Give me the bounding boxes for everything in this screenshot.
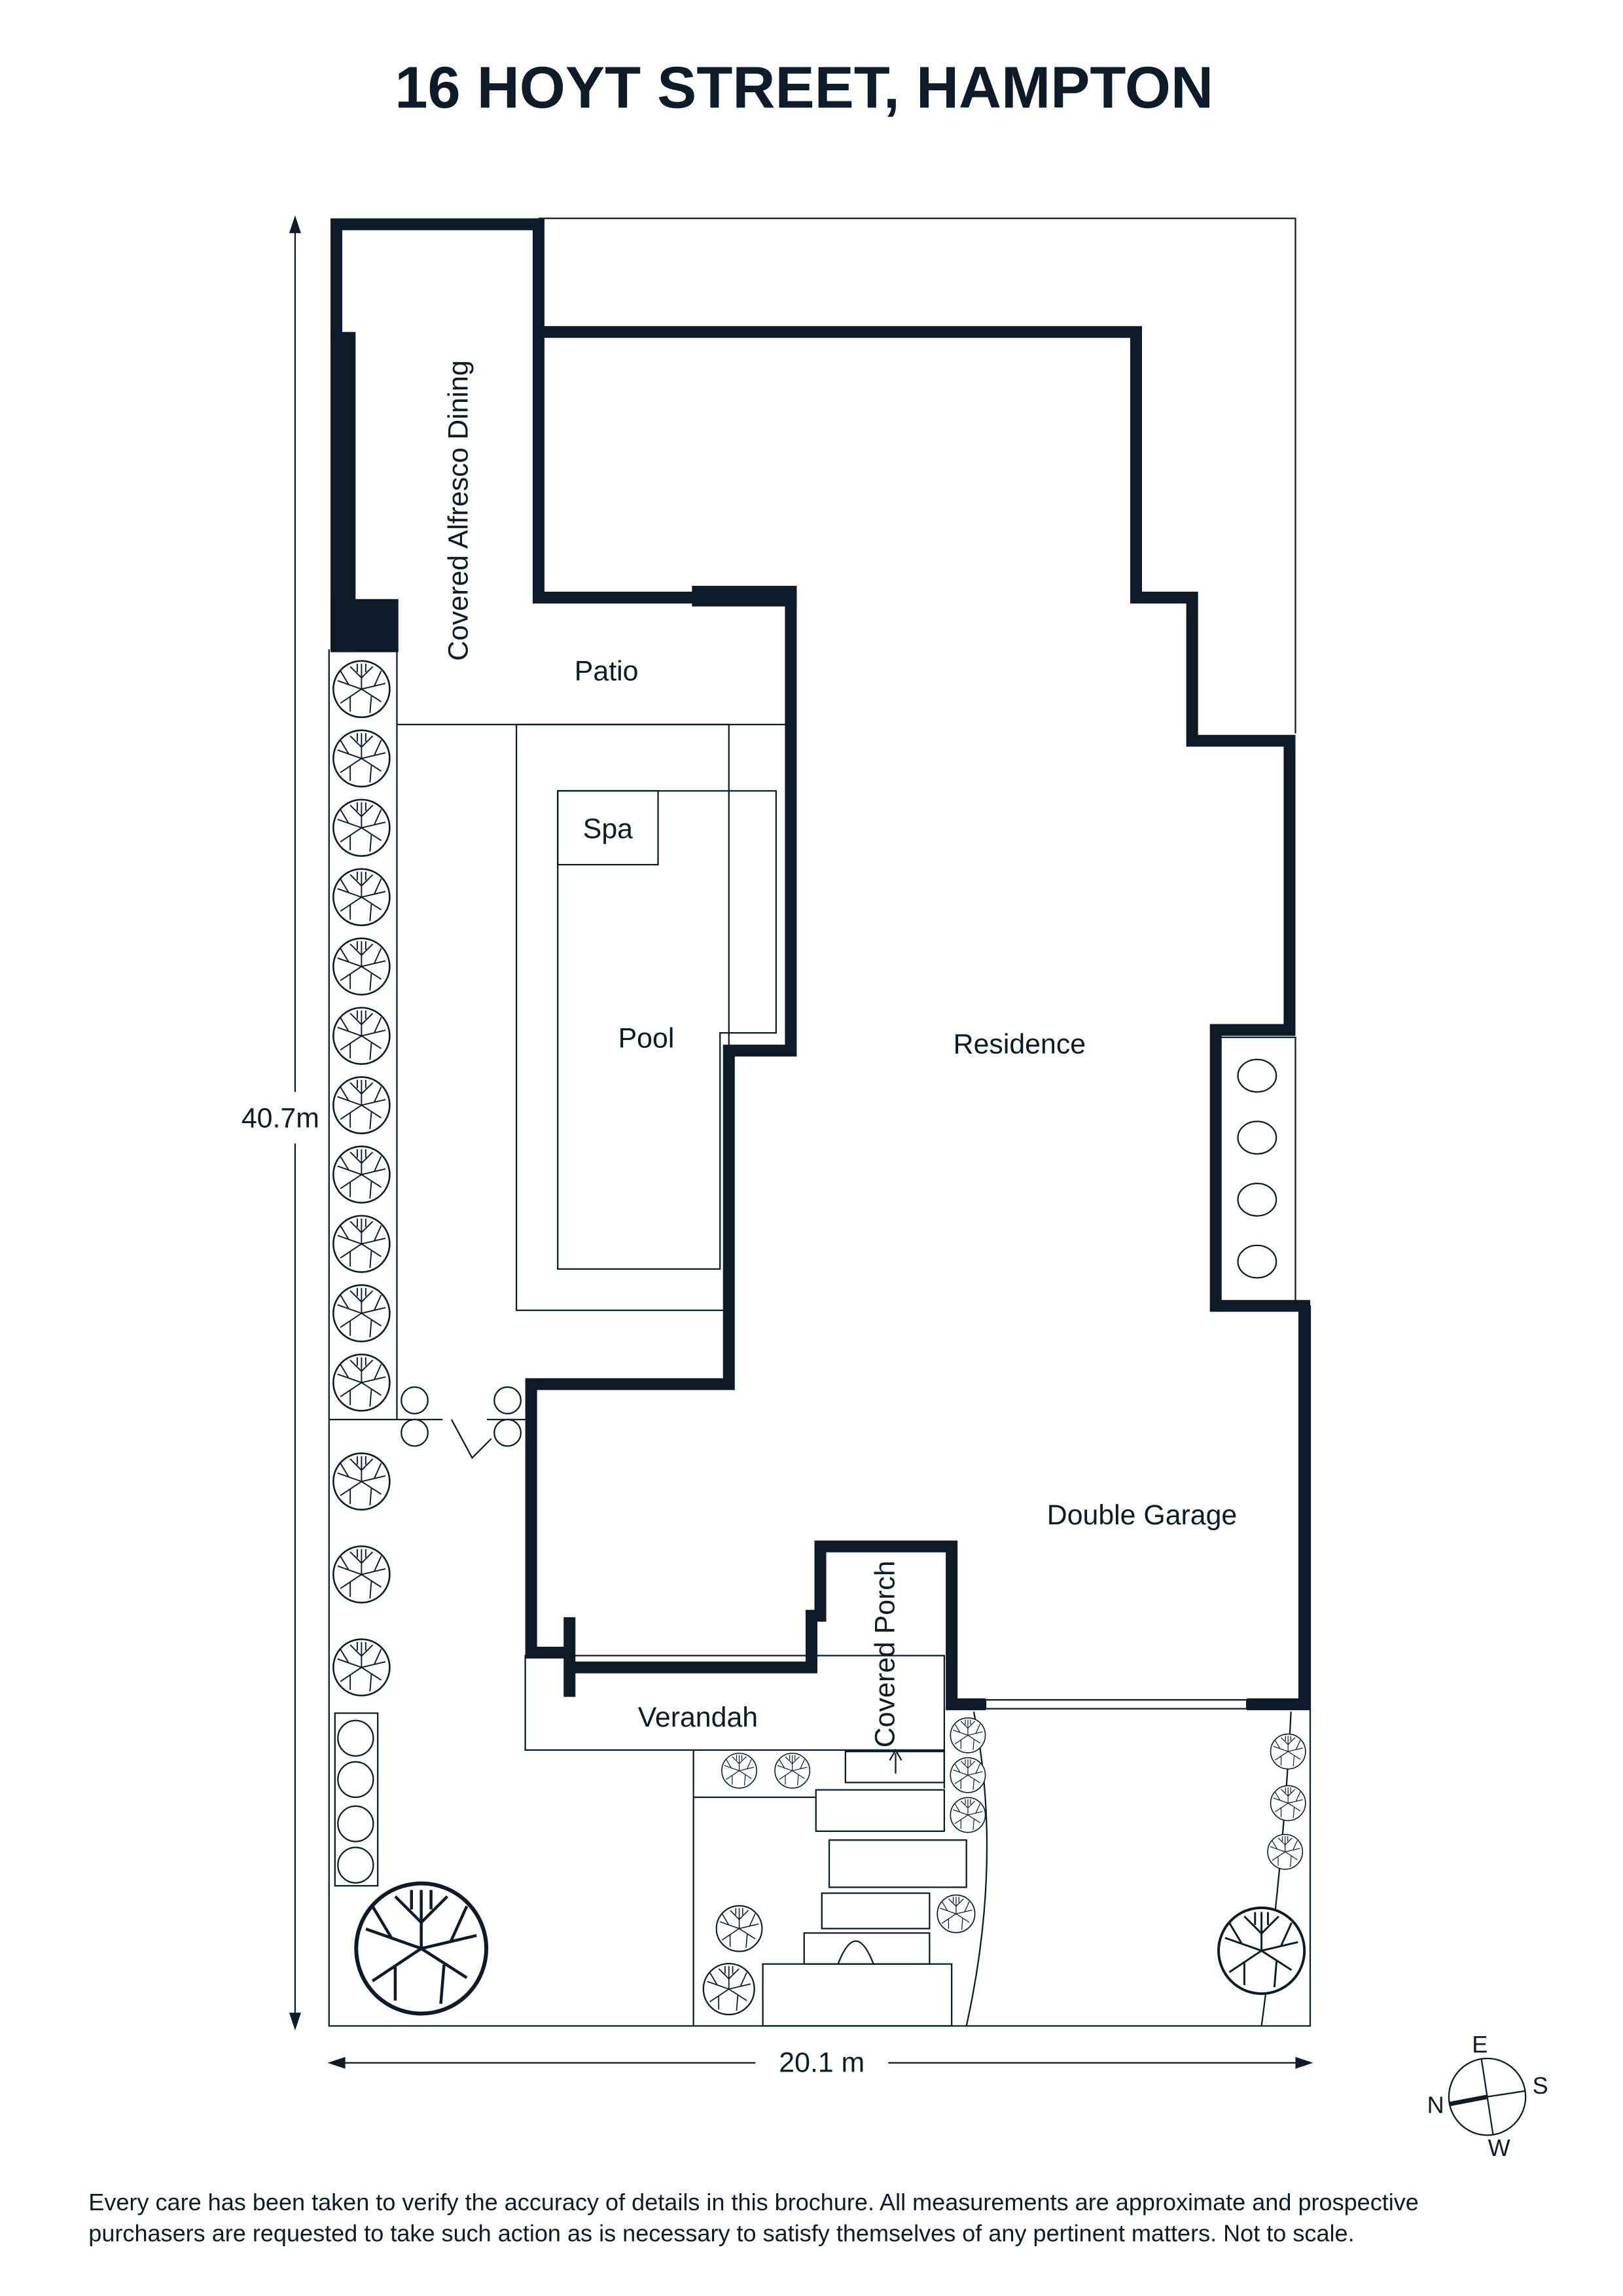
tree-icon bbox=[1267, 1833, 1304, 1870]
tree-icon bbox=[332, 1452, 391, 1511]
tree-icon bbox=[332, 660, 391, 719]
lot-boundary bbox=[328, 217, 1311, 2027]
width-label: 20.1 m bbox=[779, 2047, 865, 2078]
depth-dimension: 40.7m bbox=[241, 215, 319, 2031]
room-label-residence: Residence bbox=[954, 1029, 1086, 1060]
compass-icon: E S N W bbox=[1427, 2031, 1548, 2161]
room-label-verandah: Verandah bbox=[638, 1702, 758, 1733]
compass-e: E bbox=[1472, 2031, 1488, 2058]
tree-icon bbox=[936, 1894, 976, 1933]
tree-icon bbox=[332, 1545, 391, 1604]
hedge-trees bbox=[332, 660, 1306, 2016]
room-label-spa: Spa bbox=[583, 814, 633, 845]
stepping-stones bbox=[1237, 1058, 1277, 1279]
tree-icon bbox=[721, 1752, 757, 1789]
compass-n: N bbox=[1427, 2091, 1444, 2118]
verandah bbox=[524, 1655, 946, 1751]
landscape-lines bbox=[329, 652, 1296, 2027]
tree-icon bbox=[332, 729, 391, 788]
driveway-edge bbox=[965, 1711, 988, 2026]
spa bbox=[557, 790, 659, 866]
tree-icon bbox=[702, 1962, 755, 2016]
depth-label: 40.7m bbox=[241, 1102, 319, 1134]
room-label-patio: Patio bbox=[575, 655, 639, 687]
building-walls bbox=[330, 218, 1311, 1710]
room-label-alfresco: Covered Alfresco Dining bbox=[443, 360, 474, 660]
width-dimension: 20.1 m bbox=[327, 2047, 1313, 2078]
tree-icon bbox=[332, 937, 391, 996]
room-label-garage: Double Garage bbox=[1047, 1499, 1237, 1531]
tree-icon bbox=[332, 1145, 391, 1204]
shrubs bbox=[337, 1386, 522, 1884]
tree-icon bbox=[715, 1905, 763, 1952]
tree-icon bbox=[332, 1638, 391, 1696]
tree-icon bbox=[774, 1752, 811, 1789]
tree-icon bbox=[1270, 1785, 1306, 1821]
tree-icon bbox=[332, 1354, 391, 1412]
tree-icon bbox=[1270, 1733, 1306, 1770]
compass-s: S bbox=[1533, 2072, 1548, 2099]
tree-icon bbox=[356, 1884, 486, 2014]
tree-icon bbox=[332, 1076, 391, 1134]
tree-icon bbox=[950, 1797, 986, 1833]
tree-icon bbox=[1217, 1906, 1306, 1996]
compass-w: W bbox=[1488, 2134, 1510, 2161]
tree-icon bbox=[950, 1717, 986, 1753]
page-title: 16 HOYT STREET, HAMPTON bbox=[395, 55, 1213, 121]
room-label-porch: Covered Porch bbox=[869, 1560, 901, 1748]
disclaimer-line-1: Every care has been taken to verify the … bbox=[88, 2189, 1419, 2215]
tree-icon bbox=[332, 798, 391, 857]
tree-icon bbox=[950, 1757, 986, 1793]
tree-icon bbox=[332, 1284, 391, 1342]
disclaimer-line-2: purchasers are requested to take such ac… bbox=[88, 2220, 1354, 2247]
pool bbox=[557, 790, 777, 1270]
garage-door bbox=[984, 1699, 1248, 1710]
entry-arrow-icon bbox=[889, 1748, 902, 1774]
tree-icon bbox=[332, 868, 391, 927]
tree-icon bbox=[332, 1215, 391, 1273]
tree-icon bbox=[332, 1007, 391, 1065]
room-label-pool: Pool bbox=[618, 1023, 675, 1054]
